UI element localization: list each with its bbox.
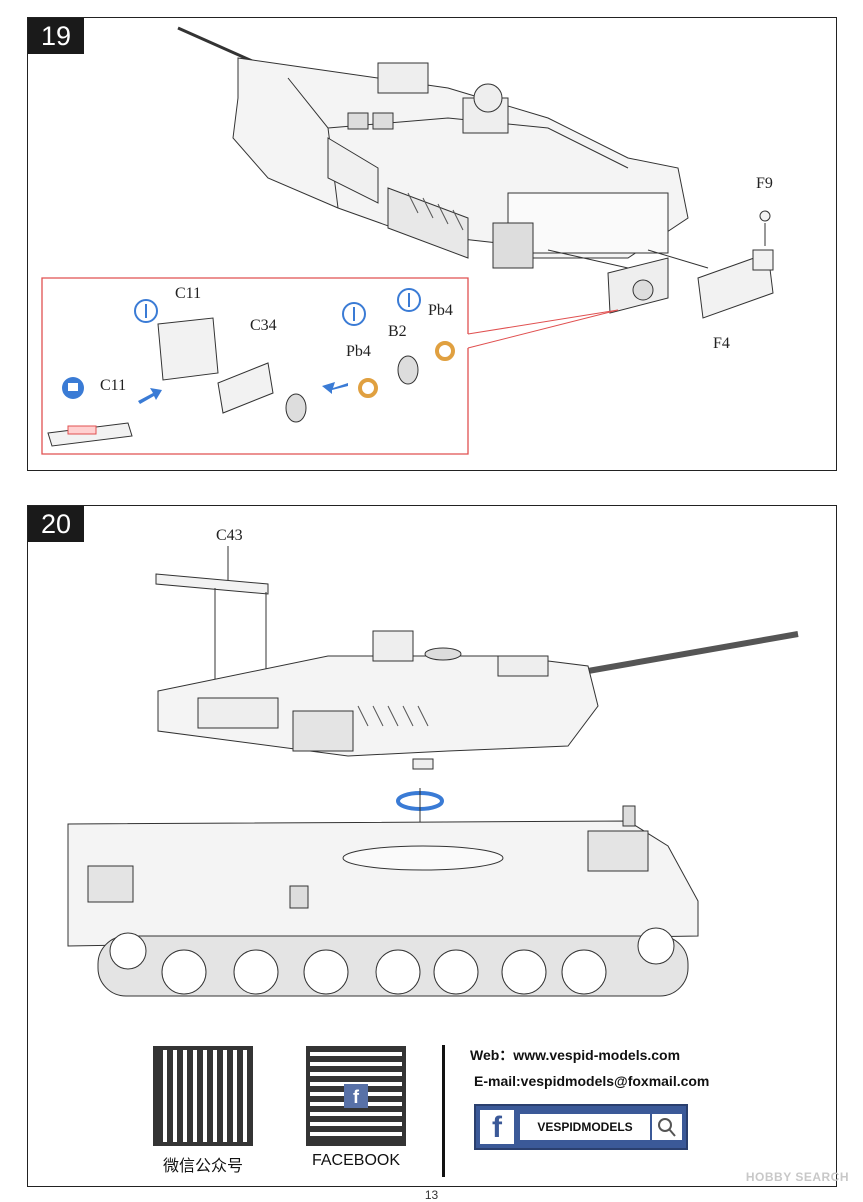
step-20-panel: 20 C43	[27, 505, 837, 1187]
apply-paint-icon	[62, 377, 84, 399]
part-c11-assembly-drawing	[607, 257, 669, 314]
qr-facebook: f	[306, 1046, 406, 1146]
part-pb4-ring-left	[358, 378, 378, 398]
step-20-illustration: C43	[67, 527, 799, 997]
glue-icon	[397, 288, 421, 312]
page-number: 13	[424, 1188, 439, 1202]
label-b2: B2	[388, 323, 407, 340]
step-19-illustration: F9 F4	[41, 26, 774, 455]
guide-line	[547, 249, 629, 269]
search-icon	[652, 1114, 682, 1140]
facebook-icon: f	[344, 1084, 368, 1108]
label-f4: F4	[713, 335, 730, 352]
road-wheels	[109, 927, 675, 995]
direction-arrow-icon	[322, 382, 348, 394]
footer-divider	[442, 1045, 445, 1177]
qr-facebook-caption: FACEBOOK	[311, 1152, 401, 1169]
part-c11-open-drawing	[47, 317, 419, 447]
label-c43: C43	[216, 527, 243, 544]
qr-wechat	[153, 1046, 253, 1146]
label-c11-bottom: C11	[100, 377, 126, 394]
glue-icon	[134, 299, 158, 323]
facebook-icon: f	[480, 1110, 514, 1144]
guide-line	[647, 249, 709, 269]
email-link[interactable]: E-mail:vespidmodels@foxmail.com	[474, 1073, 710, 1089]
qr-wechat-caption: 微信公众号	[162, 1158, 243, 1175]
step-19-panel: 19	[27, 17, 837, 471]
facebook-page-name: VESPIDMODELS	[520, 1114, 650, 1140]
step-number: 19	[28, 18, 84, 54]
glue-icon	[342, 302, 366, 326]
part-f4-drawing	[697, 210, 774, 319]
website-link[interactable]: Web：www.vespid-models.com	[470, 1047, 681, 1063]
direction-arrow-icon	[138, 388, 162, 404]
label-c11-top: C11	[175, 285, 201, 302]
turret-ring-post	[412, 758, 434, 770]
label-c34: C34	[250, 317, 277, 334]
step-number: 20	[28, 506, 84, 542]
turret-drawing	[157, 630, 799, 757]
detail-callout	[41, 277, 619, 455]
label-pb4-left: Pb4	[346, 343, 371, 360]
label-pb4-right: Pb4	[428, 302, 453, 319]
watermark: HOBBY SEARCH	[745, 1170, 849, 1184]
turret-rear-drawing	[177, 26, 689, 269]
facebook-banner[interactable]: f VESPIDMODELS	[474, 1104, 688, 1150]
label-f9: F9	[756, 175, 773, 192]
part-pb4-ring-right	[435, 341, 455, 361]
